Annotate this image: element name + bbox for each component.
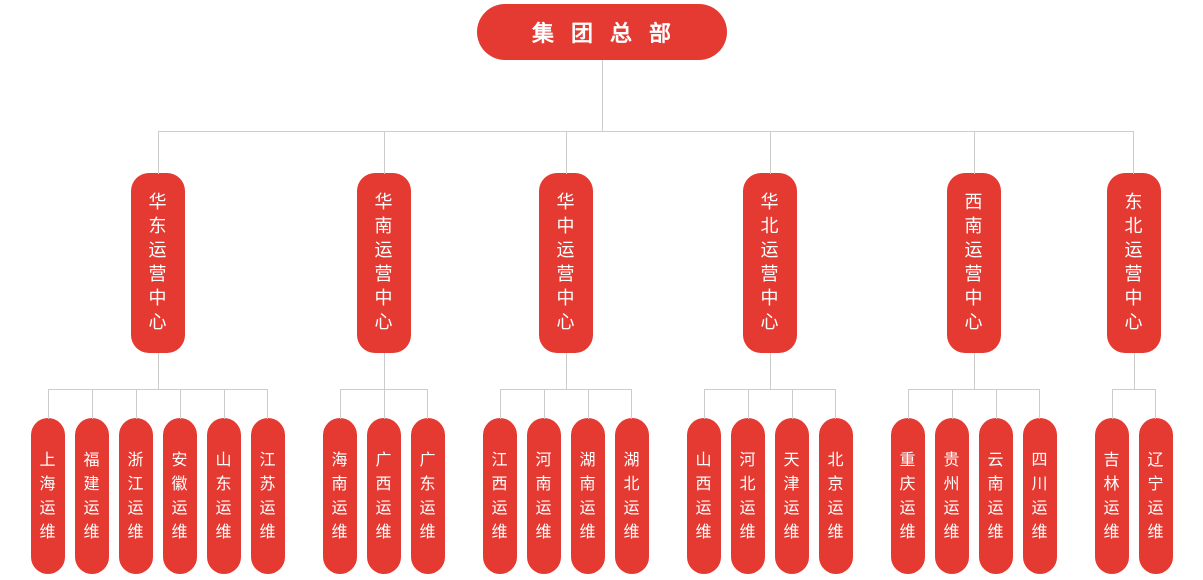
org-node-leaf-0-4[interactable]: 山东运维 xyxy=(206,418,241,574)
org-node-leaf-3-0[interactable]: 山西运维 xyxy=(686,418,721,574)
leaf-list-1: 海南运维 广西运维 广东运维 xyxy=(318,353,450,574)
org-branch-5: 东北运营中心吉林运维 辽宁运维 xyxy=(1074,131,1192,574)
org-node-label: 湖南运维 xyxy=(579,450,596,541)
org-node-leaf-5-0[interactable]: 吉林运维 xyxy=(1094,418,1129,574)
leaf-list-4: 重庆运维 贵州运维 云南运维 四川运维 xyxy=(886,353,1062,574)
org-leaf-item-2-1: 河南运维 xyxy=(521,389,567,574)
org-node-root-label: 集团总部 xyxy=(531,22,688,47)
org-leaf-item-0-3: 安徽运维 xyxy=(157,389,203,574)
org-leaf-item-0-1: 福建运维 xyxy=(69,389,115,574)
org-node-label: 安徽运维 xyxy=(171,450,188,541)
org-node-leaf-2-3[interactable]: 湖北运维 xyxy=(614,418,649,574)
org-node-leaf-2-1[interactable]: 河南运维 xyxy=(526,418,561,574)
org-node-leaf-4-2[interactable]: 云南运维 xyxy=(978,418,1013,574)
org-leaf-item-3-0: 山西运维 xyxy=(682,389,727,574)
leaf-list-5: 吉林运维 辽宁运维 xyxy=(1090,353,1178,574)
org-leaf-item-3-3: 北京运维 xyxy=(812,389,858,574)
org-leaf-item-2-0: 江西运维 xyxy=(478,389,523,574)
org-node-center-1[interactable]: 华南运营中心 xyxy=(356,173,411,353)
org-node-label: 山西运维 xyxy=(695,450,712,541)
org-leaf-item-2-3: 湖北运维 xyxy=(608,389,654,574)
org-node-center-5[interactable]: 东北运营中心 xyxy=(1106,173,1161,353)
org-node-leaf-3-2[interactable]: 天津运维 xyxy=(774,418,809,574)
org-leaf-item-3-1: 河北运维 xyxy=(725,389,771,574)
leaf-list-0: 上海运维 福建运维 浙江运维 安徽运维 山东运维 江苏运维 xyxy=(26,353,290,574)
leaf-list-2: 江西运维 河南运维 湖南运维 湖北运维 xyxy=(478,353,654,574)
org-node-label: 河北运维 xyxy=(739,450,756,541)
org-node-label: 华东运营中心 xyxy=(148,192,167,333)
org-node-label: 广西运维 xyxy=(375,450,392,541)
org-leaf-item-4-2: 云南运维 xyxy=(973,389,1019,574)
org-leaf-item-3-2: 天津运维 xyxy=(769,389,815,574)
org-node-label: 东北运营中心 xyxy=(1124,192,1143,333)
org-node-leaf-2-2[interactable]: 湖南运维 xyxy=(570,418,605,574)
org-node-root[interactable]: 集团总部 xyxy=(476,4,727,60)
org-node-label: 华北运营中心 xyxy=(760,192,779,333)
org-leaf-item-4-3: 四川运维 xyxy=(1016,389,1062,574)
org-node-label: 天津运维 xyxy=(783,450,800,541)
org-node-leaf-0-2[interactable]: 浙江运维 xyxy=(118,418,153,574)
org-node-center-2[interactable]: 华中运营中心 xyxy=(538,173,593,353)
org-leaf-item-1-2: 广东运维 xyxy=(404,389,450,574)
org-node-label: 山东运维 xyxy=(215,450,232,541)
org-node-label: 吉林运维 xyxy=(1103,450,1120,541)
org-node-label: 四川运维 xyxy=(1031,450,1048,541)
org-node-label: 河南运维 xyxy=(535,450,552,541)
org-leaf-item-1-1: 广西运维 xyxy=(361,389,407,574)
org-node-label: 重庆运维 xyxy=(899,450,916,541)
org-branch-4: 西南运营中心重庆运维 贵州运维 云南运维 四川运维 xyxy=(871,131,1077,574)
branch-list: 华东运营中心上海运维 福建运维 浙江运维 安徽运维 山东运维 江苏运维 华南运营中心海南运维… xyxy=(12,60,1192,574)
org-branch-0: 华东运营中心上海运维 福建运维 浙江运维 安徽运维 山东运维 江苏运维 xyxy=(12,131,305,574)
org-node-label: 广东运维 xyxy=(419,450,436,541)
org-node-leaf-0-0[interactable]: 上海运维 xyxy=(30,418,65,574)
org-branch-2: 华中运营中心江西运维 河南运维 湖南运维 湖北运维 xyxy=(463,131,669,574)
org-node-label: 北京运维 xyxy=(827,450,844,541)
org-node-label: 西南运营中心 xyxy=(964,192,983,333)
org-node-label: 福建运维 xyxy=(83,450,100,541)
org-leaf-item-4-1: 贵州运维 xyxy=(929,389,975,574)
org-node-center-0[interactable]: 华东运营中心 xyxy=(130,173,185,353)
org-node-leaf-0-1[interactable]: 福建运维 xyxy=(74,418,109,574)
org-leaf-item-0-4: 山东运维 xyxy=(201,389,247,574)
org-node-leaf-4-1[interactable]: 贵州运维 xyxy=(934,418,969,574)
org-branch-3: 华北运营中心山西运维 河北运维 天津运维 北京运维 xyxy=(667,131,873,574)
org-node-center-3[interactable]: 华北运营中心 xyxy=(742,173,797,353)
org-node-leaf-0-5[interactable]: 江苏运维 xyxy=(250,418,285,574)
org-leaf-item-5-0: 吉林运维 xyxy=(1090,389,1135,574)
org-node-label: 浙江运维 xyxy=(127,450,144,541)
org-node-leaf-2-0[interactable]: 江西运维 xyxy=(482,418,517,574)
org-node-label: 上海运维 xyxy=(39,450,56,541)
org-node-leaf-1-0[interactable]: 海南运维 xyxy=(322,418,357,574)
org-leaf-item-1-0: 海南运维 xyxy=(318,389,363,574)
org-node-label: 湖北运维 xyxy=(623,450,640,541)
org-node-leaf-3-1[interactable]: 河北运维 xyxy=(730,418,765,574)
org-node-label: 江苏运维 xyxy=(259,450,276,541)
org-node-center-4[interactable]: 西南运营中心 xyxy=(946,173,1001,353)
org-node-label: 海南运维 xyxy=(331,450,348,541)
org-node-leaf-3-3[interactable]: 北京运维 xyxy=(818,418,853,574)
org-chart-root-wrap: 集团总部 华东运营中心上海运维 福建运维 浙江运维 安徽运维 山东运维 江苏运维 华南运营中… xyxy=(12,0,1192,574)
leaf-list-3: 山西运维 河北运维 天津运维 北京运维 xyxy=(682,353,858,574)
org-node-label: 华中运营中心 xyxy=(556,192,575,333)
org-leaf-item-0-5: 江苏运维 xyxy=(244,389,290,574)
org-node-leaf-1-2[interactable]: 广东运维 xyxy=(410,418,445,574)
org-node-label: 华南运营中心 xyxy=(374,192,393,333)
org-node-label: 江西运维 xyxy=(491,450,508,541)
org-node-leaf-5-1[interactable]: 辽宁运维 xyxy=(1138,418,1173,574)
org-node-leaf-4-3[interactable]: 四川运维 xyxy=(1022,418,1057,574)
org-node-label: 云南运维 xyxy=(987,450,1004,541)
org-leaf-item-2-2: 湖南运维 xyxy=(565,389,611,574)
org-node-label: 贵州运维 xyxy=(943,450,960,541)
org-leaf-item-0-2: 浙江运维 xyxy=(113,389,159,574)
org-node-leaf-1-1[interactable]: 广西运维 xyxy=(366,418,401,574)
org-node-leaf-4-0[interactable]: 重庆运维 xyxy=(890,418,925,574)
org-leaf-item-4-0: 重庆运维 xyxy=(886,389,931,574)
org-leaf-item-5-1: 辽宁运维 xyxy=(1132,389,1178,574)
org-leaf-item-0-0: 上海运维 xyxy=(26,389,71,574)
org-branch-1: 华南运营中心海南运维 广西运维 广东运维 xyxy=(303,131,465,574)
org-node-leaf-0-3[interactable]: 安徽运维 xyxy=(162,418,197,574)
org-node-label: 辽宁运维 xyxy=(1147,450,1164,541)
